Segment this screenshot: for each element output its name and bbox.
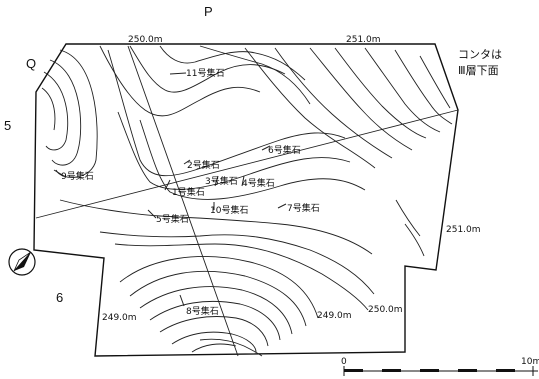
elevation-label: 250.0m [128,35,163,45]
elevation-label: 251.0m [446,225,481,235]
stone-cluster-label: 11号集石 [186,67,224,79]
stone-cluster-label: 6号集石 [268,144,301,156]
stone-cluster-label: 3号集石 [205,175,238,187]
contour-note-line1: コンタは [458,48,502,61]
scale-bar-start: 0 [341,357,347,367]
scale-bar: 0 10m [341,357,539,376]
elevation-label: 249.0m [102,313,137,323]
stone-cluster-label: 8号集石 [186,305,219,317]
grid-label-5: 5 [4,118,11,133]
grid-lines [35,45,459,357]
cluster-ticks [53,72,287,307]
contour-lines [41,45,453,357]
grid-label-6: 6 [56,290,63,305]
site-boundary [33,43,459,357]
stone-cluster-label: 9号集石 [61,170,94,182]
stone-cluster-label: 1号集石 [172,186,205,198]
stone-cluster-label: 2号集石 [187,159,220,171]
north-arrow-icon [8,248,36,276]
scale-bar-end: 10m [521,357,539,367]
stone-cluster-label: 5号集石 [156,213,189,225]
grid-label-q: Q [26,56,36,71]
elevation-label: 250.0m [368,305,403,315]
stone-cluster-label: 7号集石 [287,202,320,214]
stone-cluster-label: 4号集石 [242,177,275,189]
grid-label-p: P [204,4,213,19]
stone-cluster-label: 10号集石 [210,204,248,216]
contour-note-line2: Ⅲ層下面 [458,64,499,77]
elevation-label: 251.0m [346,35,381,45]
elevation-label: 249.0m [317,311,352,321]
